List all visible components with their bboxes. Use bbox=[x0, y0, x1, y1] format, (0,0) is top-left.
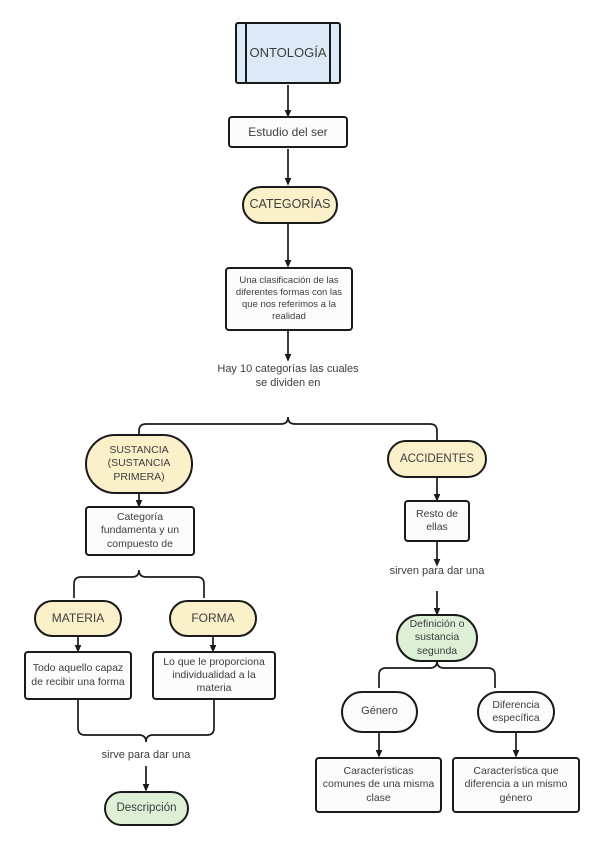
node-sustancia[interactable]: SUSTANCIA (SUSTANCIA PRIMERA) bbox=[85, 434, 193, 494]
edge-brace-descripcion bbox=[77, 700, 215, 743]
node-materia-label: MATERIA bbox=[51, 611, 105, 625]
node-clasificacion-label: Una clasificación de las diferentes form… bbox=[235, 275, 343, 322]
node-accidentes[interactable]: ACCIDENTES bbox=[387, 440, 487, 478]
node-diferencia-descripcion-label: Característica que diferencia a un mismo… bbox=[464, 765, 568, 804]
edge-label-hay-10-categorias-text: Hay 10 categorías las cuales se dividen … bbox=[217, 363, 359, 390]
node-categoria-fundamenta[interactable]: Categoría fundamenta y un compuesto de bbox=[85, 506, 195, 556]
node-clasificacion[interactable]: Una clasificación de las diferentes form… bbox=[225, 267, 353, 331]
node-genero-descripcion[interactable]: Características comunes de una misma cla… bbox=[315, 757, 442, 813]
node-categorias-label: CATEGORÍAS bbox=[249, 197, 331, 212]
node-genero-label: Género bbox=[361, 705, 398, 718]
edge-label-sirve-para-dar-una: sirve para dar una bbox=[86, 748, 206, 762]
node-ontologia[interactable]: ONTOLOGÍA bbox=[235, 22, 341, 84]
node-resto-de-ellas-label: Resto de ellas bbox=[415, 507, 459, 533]
node-sustancia-line2: (SUSTANCIA bbox=[107, 457, 171, 470]
node-sustancia-line3: PRIMERA) bbox=[113, 470, 165, 483]
node-diferencia-especifica[interactable]: Diferencia específica bbox=[477, 691, 555, 733]
node-materia[interactable]: MATERIA bbox=[34, 600, 122, 637]
node-descripcion-label: Descripción bbox=[116, 802, 177, 815]
node-ontologia-label: ONTOLOGÍA bbox=[249, 44, 327, 60]
node-categoria-fundamenta-label: Categoría fundamenta y un compuesto de bbox=[100, 511, 180, 550]
node-accidentes-label: ACCIDENTES bbox=[399, 452, 475, 465]
node-estudio-del-ser[interactable]: Estudio del ser bbox=[228, 116, 348, 148]
node-forma-label: FORMA bbox=[191, 611, 235, 625]
node-forma-descripcion-label: Lo que le proporciona individualidad a l… bbox=[163, 655, 265, 695]
edge-brace-genero-diferencia bbox=[378, 660, 496, 688]
node-estudio-del-ser-label: Estudio del ser bbox=[248, 124, 328, 139]
node-genero-descripcion-label: Características comunes de una misma cla… bbox=[322, 765, 435, 804]
node-definicion-label: Definición o sustancia segunda bbox=[409, 618, 465, 657]
node-diferencia-descripcion[interactable]: Característica que diferencia a un mismo… bbox=[452, 757, 580, 813]
edge-label-sirven-para-dar-una: sirven para dar una bbox=[387, 564, 487, 578]
node-forma[interactable]: FORMA bbox=[169, 600, 257, 637]
node-resto-de-ellas[interactable]: Resto de ellas bbox=[404, 500, 470, 542]
node-categorias[interactable]: CATEGORÍAS bbox=[242, 186, 338, 224]
node-forma-descripcion[interactable]: Lo que le proporciona individualidad a l… bbox=[152, 651, 276, 700]
node-sustancia-line1: SUSTANCIA bbox=[109, 444, 169, 457]
node-descripcion[interactable]: Descripción bbox=[104, 791, 189, 826]
edge-label-sirve-para-dar-una-text: sirve para dar una bbox=[101, 749, 191, 761]
edge-label-sirven-para-dar-una-text: sirven para dar una bbox=[389, 565, 485, 577]
node-diferencia-especifica-label: Diferencia específica bbox=[492, 698, 540, 724]
node-genero[interactable]: Género bbox=[341, 691, 418, 733]
node-definicion[interactable]: Definición o sustancia segunda bbox=[396, 614, 478, 662]
node-materia-descripcion[interactable]: Todo aquello capaz de recibir una forma bbox=[24, 651, 132, 700]
node-materia-descripcion-label: Todo aquello capaz de recibir una forma bbox=[31, 662, 125, 688]
edge-brace-materia-forma bbox=[73, 569, 205, 598]
edge-label-hay-10-categorias: Hay 10 categorías las cuales se dividen … bbox=[213, 362, 363, 391]
